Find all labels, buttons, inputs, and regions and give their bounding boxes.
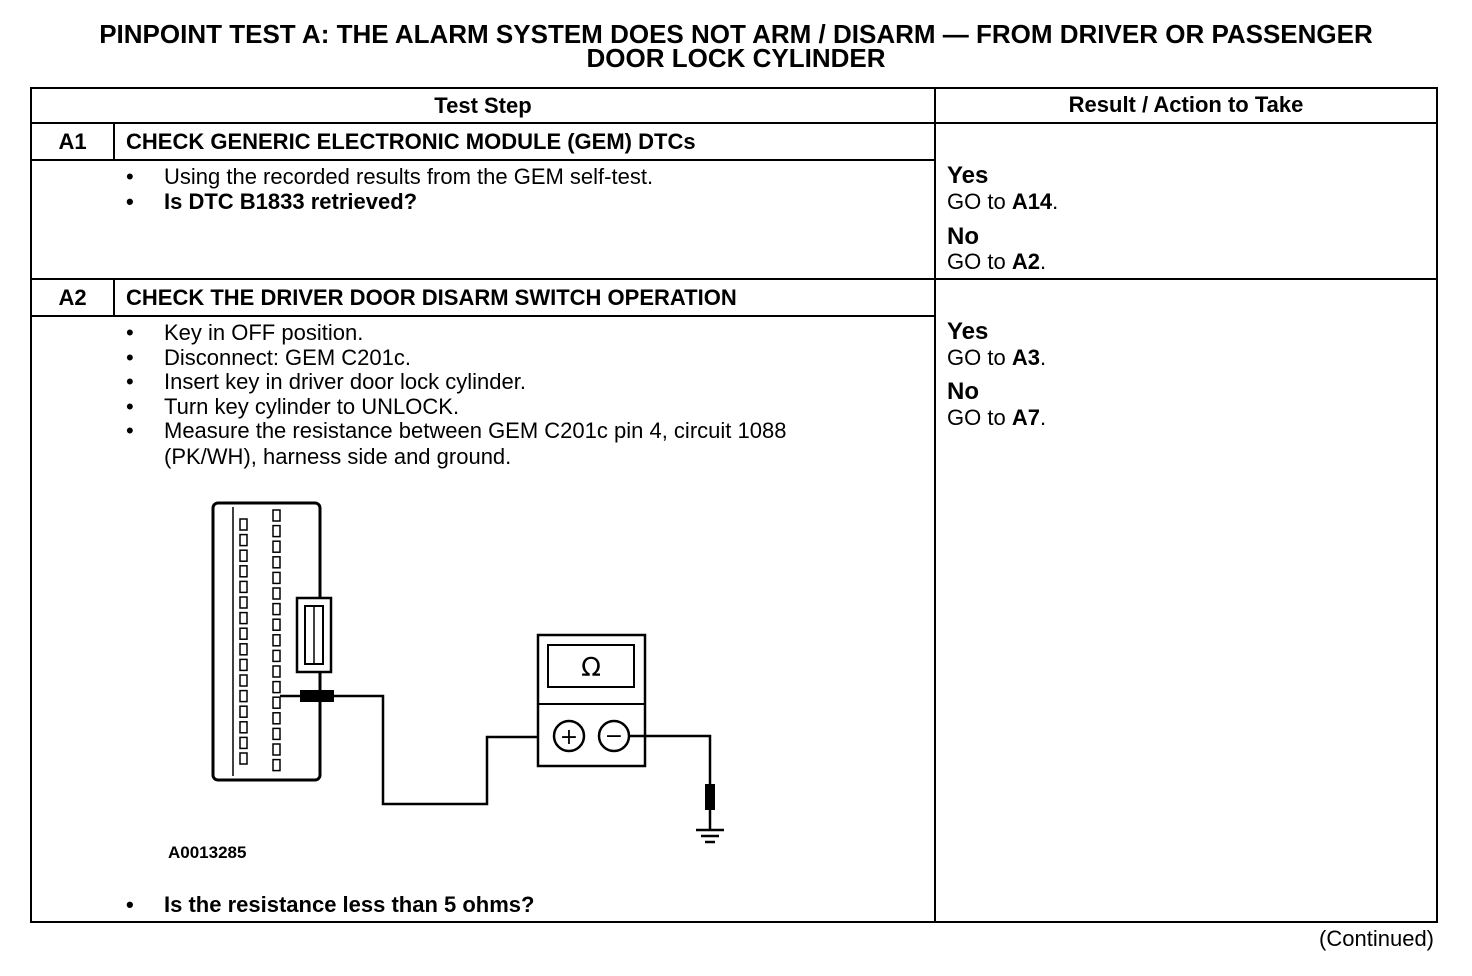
- connector-pin: [239, 674, 248, 687]
- plus-sign: +: [560, 725, 578, 750]
- connector-pin: [239, 580, 248, 594]
- connector-pin: [272, 509, 281, 522]
- minus-sign: −: [605, 724, 623, 749]
- period: .: [1039, 249, 1047, 274]
- probe-tip: [300, 690, 334, 702]
- header-test-step: Test Step: [434, 93, 532, 118]
- step-id-a1: A1: [58, 129, 87, 154]
- figure-id: A0013285: [168, 843, 247, 862]
- connector-pin: [272, 634, 281, 647]
- connector-pin: [272, 696, 281, 709]
- connector-pin: [239, 736, 248, 750]
- table-border-top: [30, 87, 1438, 89]
- connector-pin: [239, 549, 248, 562]
- connector-pin: [272, 665, 281, 678]
- title-line-1: PINPOINT TEST A: THE ALARM SYSTEM DOES N…: [99, 19, 1373, 49]
- step-a2-bullet-continuation: (PK/WH), harness side and ground.: [164, 444, 512, 469]
- page-title: PINPOINT TEST A: THE ALARM SYSTEM DOES N…: [0, 19, 1472, 73]
- go-target-a14[interactable]: A14: [1011, 189, 1053, 214]
- table-border-bottom: [30, 921, 1438, 923]
- period: .: [1052, 189, 1059, 214]
- connector-pin: [239, 518, 248, 531]
- list-item: Measure the resistance between GEM C201c…: [114, 418, 786, 444]
- a1-yes-label: Yes: [947, 162, 989, 189]
- list-item: Insert key in driver door lock cylinder.: [114, 369, 786, 395]
- step-title-a1: CHECK GENERIC ELECTRONIC MODULE (GEM) DT…: [126, 129, 696, 154]
- step-id-a2: A2: [58, 285, 87, 310]
- step-a1-bullets: Using the recorded results from the GEM …: [114, 164, 653, 215]
- connector-pin: [239, 611, 248, 625]
- connector-pin: [239, 721, 248, 734]
- pin-column-right: [272, 509, 281, 772]
- connector-pin: [239, 565, 248, 578]
- table-border-right: [1436, 87, 1438, 923]
- connector-pin: [239, 705, 248, 718]
- list-item: Disconnect: GEM C201c.: [114, 345, 786, 371]
- connector-pin: [239, 627, 248, 640]
- a2-yes-label: Yes: [947, 318, 989, 345]
- ohmmeter-display: [547, 644, 635, 688]
- a2-title-bottom: [30, 315, 936, 317]
- list-item: Turn key cylinder to UNLOCK.: [114, 394, 786, 420]
- a1-id-divider: [113, 122, 115, 161]
- a2-yes-action: GO to A3.: [947, 345, 1046, 371]
- ground-probe: [705, 784, 715, 810]
- connector-pin: [239, 643, 248, 656]
- step-a2-question: Is the resistance less than 5 ohms?: [114, 892, 534, 918]
- a1-a2-separator: [30, 278, 1438, 280]
- connector-pin: [272, 602, 281, 616]
- go-text: GO to: [947, 189, 1006, 214]
- go-target-a3[interactable]: A3: [1011, 345, 1040, 370]
- connector-pin: [272, 712, 281, 725]
- ohm-symbol: Ω: [581, 653, 601, 683]
- connector-pin: [272, 649, 281, 663]
- plus-terminal-icon: [552, 719, 586, 753]
- a1-yes-action: GO to A14.: [947, 189, 1058, 215]
- connector-pin: [272, 758, 281, 772]
- period: .: [1039, 405, 1047, 430]
- list-item: Key in OFF position.: [114, 320, 786, 346]
- go-target-a2[interactable]: A2: [1011, 249, 1040, 274]
- a1-no-label: No: [947, 223, 979, 250]
- list-item: Using the recorded results from the GEM …: [114, 164, 653, 190]
- connector-pin: [272, 727, 281, 741]
- step-a2-bullets: Key in OFF position. Disconnect: GEM C20…: [114, 320, 786, 444]
- connector-pin: [272, 571, 281, 585]
- connector-pin: [272, 540, 281, 553]
- pin-column-left: [239, 518, 248, 765]
- list-item: Is DTC B1833 retrieved?: [114, 189, 653, 215]
- list-item: Is the resistance less than 5 ohms?: [114, 892, 534, 918]
- connector-pin: [272, 556, 281, 569]
- connector-pin: [239, 533, 248, 547]
- a2-id-divider: [113, 278, 115, 317]
- connector-pin: [272, 618, 281, 631]
- go-text: GO to: [947, 405, 1006, 430]
- a2-no-action: GO to A7.: [947, 405, 1046, 431]
- connector-pin: [239, 596, 248, 609]
- a1-no-action: GO to A2.: [947, 249, 1046, 275]
- connector-pin: [239, 658, 248, 672]
- continued-note: (Continued): [1319, 926, 1434, 951]
- title-line-2: DOOR LOCK CYLINDER: [586, 43, 886, 73]
- go-target-a7[interactable]: A7: [1011, 405, 1040, 430]
- header-result-action: Result / Action to Take: [1068, 92, 1304, 117]
- step-title-a2: CHECK THE DRIVER DOOR DISARM SWITCH OPER…: [126, 285, 737, 310]
- connector-pin: [272, 524, 281, 538]
- go-text: GO to: [947, 249, 1006, 274]
- header-divider: [30, 122, 1438, 124]
- connector-pin: [239, 752, 248, 765]
- connector-diagram: Ω + −: [211, 501, 724, 844]
- go-text: GO to: [947, 345, 1006, 370]
- connector-pin: [272, 587, 281, 600]
- connector-pin: [272, 680, 281, 694]
- a2-no-label: No: [947, 378, 979, 405]
- table-border-left: [30, 87, 32, 923]
- connector-pin: [272, 743, 281, 756]
- a1-title-bottom: [30, 159, 936, 161]
- connector-pin: [239, 689, 248, 703]
- test-lead-positive: [280, 694, 554, 806]
- column-divider: [934, 87, 936, 923]
- period: .: [1039, 345, 1047, 370]
